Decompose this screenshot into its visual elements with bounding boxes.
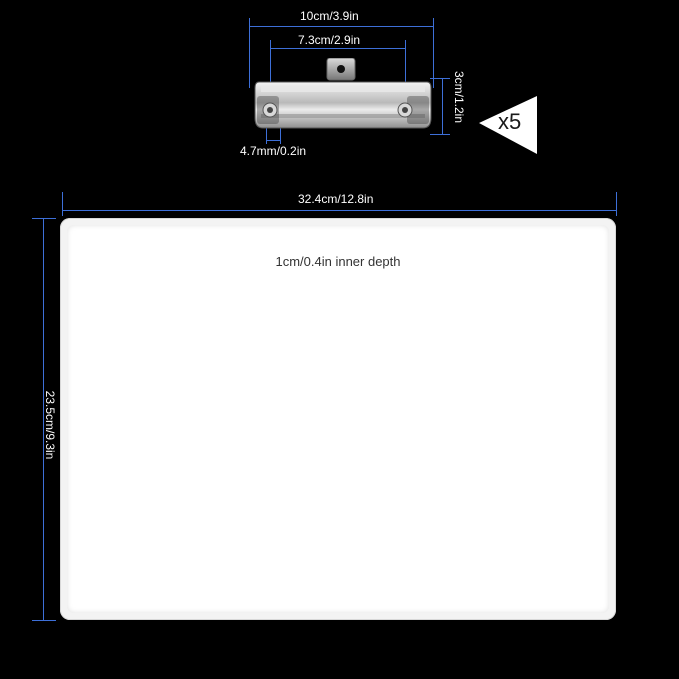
- hole-diameter-line: [266, 140, 280, 141]
- hole-diameter-label: 4.7mm/0.2in: [240, 144, 307, 158]
- quantity-label: x5: [498, 109, 522, 134]
- board-height-line: [43, 218, 44, 620]
- display-board: 1cm/0.4in inner depth: [60, 218, 616, 620]
- board-width-label: 32.4cm/12.8in: [298, 192, 374, 206]
- hole-spacing-tick-left: [270, 40, 271, 105]
- clip-width-label: 10cm/3.9in: [300, 9, 359, 23]
- board-inner-surface: 1cm/0.4in inner depth: [67, 225, 609, 613]
- inner-depth-label: 1cm/0.4in inner depth: [275, 254, 401, 269]
- hole-spacing-tick-right: [405, 40, 406, 105]
- clip-width-tick-right: [433, 18, 434, 88]
- hole-spacing-label: 7.3cm/2.9in: [298, 33, 361, 47]
- board-height-label: 23.5cm/9.3in: [43, 390, 57, 460]
- hole-spacing-line: [270, 48, 405, 49]
- clip-width-line: [249, 26, 433, 27]
- triangle-badge-icon: [479, 96, 537, 154]
- clip-width-tick-left: [249, 18, 250, 88]
- board-height-tick-top: [32, 218, 56, 219]
- clip-height-line: [442, 78, 443, 134]
- board-width-tick-right: [616, 192, 617, 216]
- board-width-line: [62, 210, 616, 211]
- hole-diameter-tick-left: [266, 120, 267, 144]
- board-height-tick-bottom: [32, 620, 56, 621]
- hole-diameter-tick-right: [280, 120, 281, 144]
- clip-height-tick-bottom: [430, 134, 450, 135]
- clip-height-label: 3cm/1.2in: [452, 71, 466, 124]
- metal-clip-icon: [254, 58, 432, 129]
- clip-height-tick-top: [430, 78, 450, 79]
- board-width-tick-left: [62, 192, 63, 216]
